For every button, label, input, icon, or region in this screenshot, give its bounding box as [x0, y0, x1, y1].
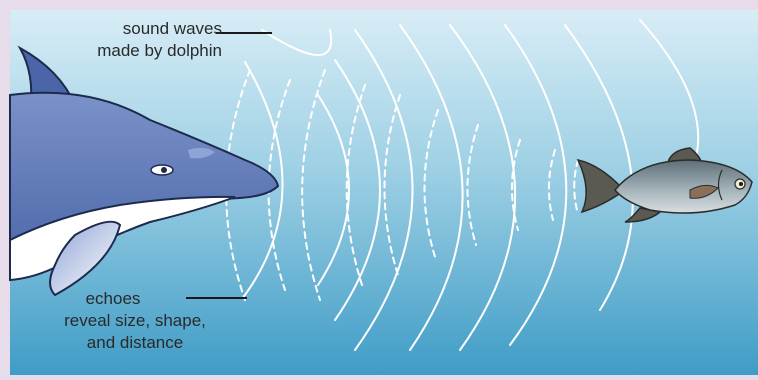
- sound-waves-label-line2: made by dolphin: [40, 40, 222, 62]
- fish-pupil: [739, 182, 743, 186]
- echoes-label: echoes reveal size, shape, and distance: [20, 288, 250, 354]
- echoes-label-line2: reveal size, shape,: [20, 310, 250, 332]
- sound-waves-label-line1: sound waves: [40, 18, 222, 40]
- dolphin-pupil: [161, 167, 167, 173]
- echoes-label-line3: and distance: [20, 332, 250, 354]
- sound-waves-label: sound waves made by dolphin: [40, 18, 222, 62]
- echoes-label-line1: echoes: [20, 288, 250, 310]
